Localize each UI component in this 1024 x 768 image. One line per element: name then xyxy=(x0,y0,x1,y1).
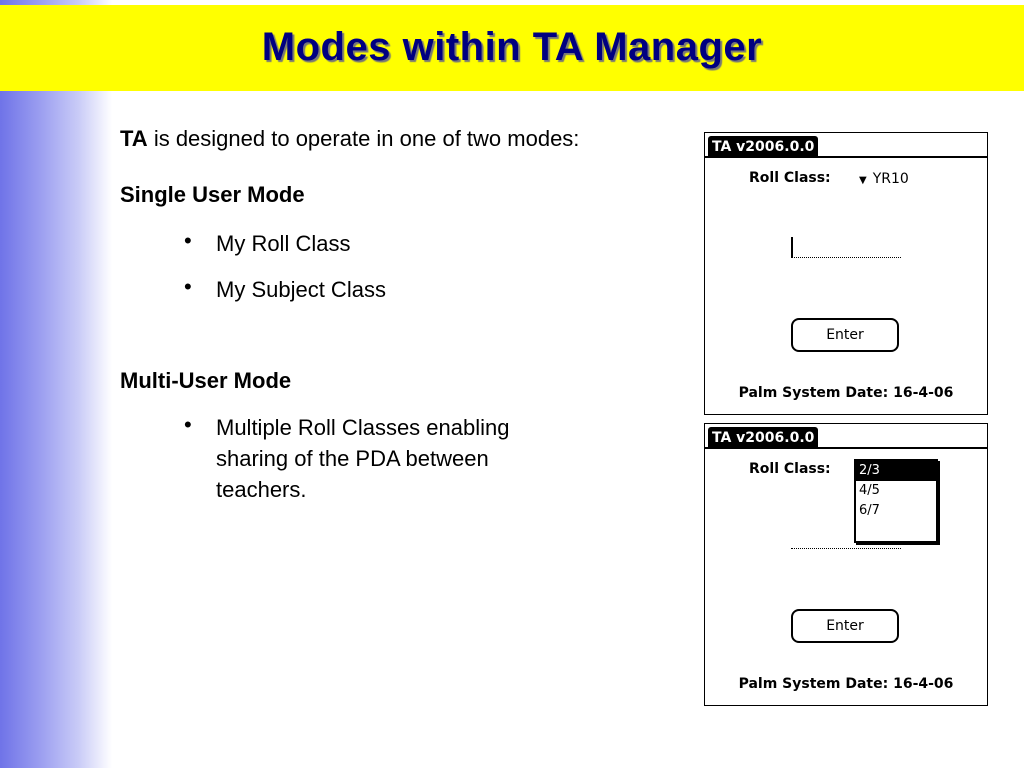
bullet-dot: • xyxy=(184,228,192,253)
list-item[interactable]: 6/7 xyxy=(859,503,880,518)
title-bar xyxy=(0,5,1024,91)
password-field[interactable] xyxy=(791,237,901,258)
password-field[interactable] xyxy=(791,528,901,549)
multi-user-heading: Multi-User Mode xyxy=(120,368,292,393)
palm-title: TA v2006.0.0 xyxy=(708,427,819,449)
palm-system-date: Palm System Date: 16-4-06 xyxy=(738,385,954,401)
roll-class-list[interactable]: 2/3 4/5 6/7 xyxy=(854,459,938,543)
enter-button[interactable]: Enter xyxy=(791,609,899,643)
slide-title: Modes within TA Manager xyxy=(261,25,763,69)
triangle-down-icon: ▼ xyxy=(859,175,867,186)
single-item-label: My Subject Class xyxy=(216,277,386,302)
left-gradient-decoration xyxy=(0,0,112,768)
roll-class-label: Roll Class: xyxy=(749,461,831,477)
intro-text: TA is designed to operate in one of two … xyxy=(120,126,579,152)
bullet-dot: • xyxy=(184,412,192,437)
list-item[interactable]: 4/5 xyxy=(859,483,880,498)
roll-class-trigger[interactable]: ▼ YR10 xyxy=(859,171,909,187)
palm-screen-multi: TA v2006.0.0 Roll Class: 2/3 4/5 6/7 Ent… xyxy=(704,423,988,706)
multi-item-label: Multiple Roll Classes enabling sharing o… xyxy=(216,415,510,502)
text-cursor xyxy=(791,237,793,257)
intro-rest: is designed to operate in one of two mod… xyxy=(147,126,580,151)
palm-title: TA v2006.0.0 xyxy=(708,136,819,158)
palm-system-date: Palm System Date: 16-4-06 xyxy=(738,676,954,692)
roll-class-value: YR10 xyxy=(872,171,909,187)
list-item[interactable]: 2/3 xyxy=(856,461,936,481)
title-rule xyxy=(705,447,987,449)
palm-screen-single: TA v2006.0.0 Roll Class: ▼ YR10 Enter Pal… xyxy=(704,132,988,415)
single-item-label: My Roll Class xyxy=(216,231,351,256)
title-rule xyxy=(705,156,987,158)
roll-class-label: Roll Class: xyxy=(749,170,831,186)
enter-button[interactable]: Enter xyxy=(791,318,899,352)
single-user-heading: Single User Mode xyxy=(120,182,305,207)
bullet-dot: • xyxy=(184,274,192,299)
intro-bold: TA xyxy=(120,126,148,151)
